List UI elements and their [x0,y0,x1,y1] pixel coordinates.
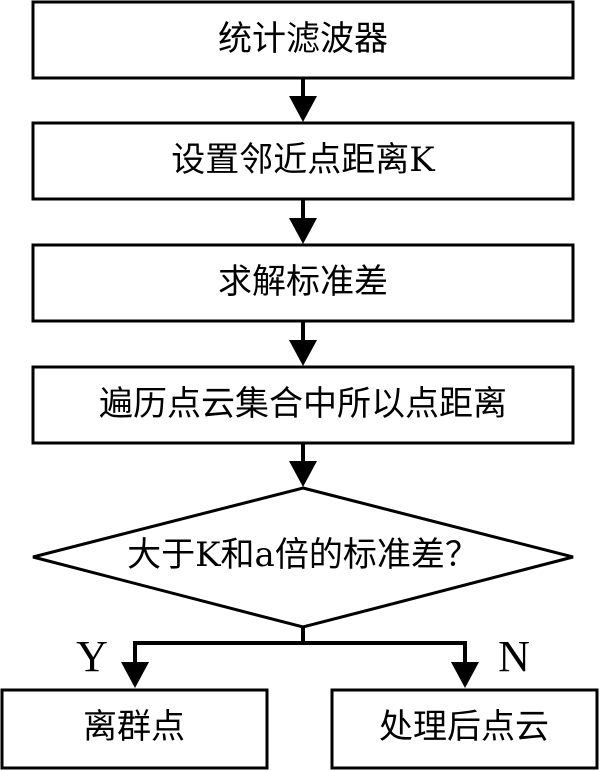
result-processed-cloud: 处理后点云 [330,688,599,770]
step-traverse-distances: 遍历点云集合中所以点距离 [31,365,575,445]
arrow-1-2 [289,78,317,122]
decision-label: 大于K和a倍的标准差？ [127,535,479,575]
step-label: 设置邻近点距离K [171,140,435,180]
result-outliers: 离群点 [0,688,269,770]
step-label: 统计滤波器 [218,19,388,59]
result-box [0,688,269,770]
step-box [31,0,575,80]
step-set-neighbor-distance: 设置邻近点距离K [31,121,575,201]
step-solve-std-dev: 求解标准差 [31,243,575,323]
branch-connectors [121,627,479,688]
result-label: 处理后点云 [379,707,549,747]
arrow-3-4 [289,321,317,366]
step-label: 遍历点云集合中所以点距离 [99,384,507,424]
yes-branch-tag: Y [76,632,108,681]
decision-node: 大于K和a倍的标准差？ [32,486,574,629]
arrow-2-3 [289,199,317,244]
no-branch-tag: N [498,632,530,681]
result-box [330,688,599,770]
arrow-4-decision [289,443,317,487]
step-box [31,121,575,201]
step-statistical-filter: 统计滤波器 [31,0,575,80]
result-label: 离群点 [83,707,185,747]
step-label: 求解标准差 [218,262,388,302]
step-box [31,243,575,323]
